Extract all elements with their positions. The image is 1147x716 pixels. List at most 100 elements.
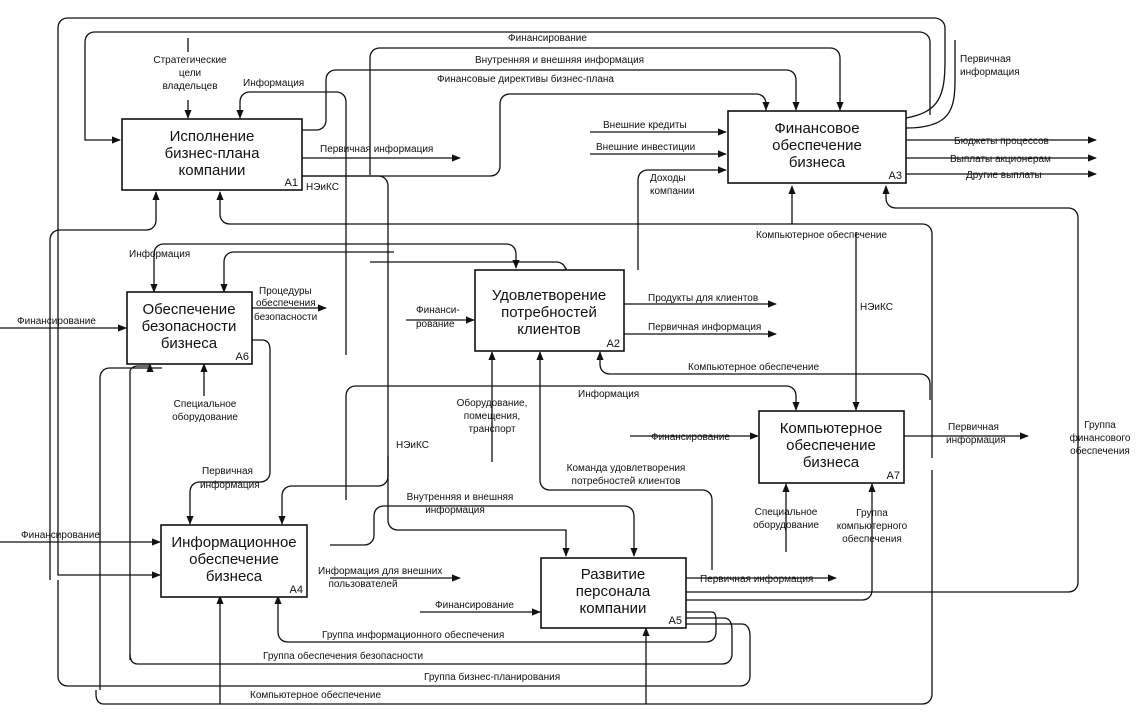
- label-prim-info-a4-2: информация: [200, 479, 260, 491]
- arrow-prim-info-a4: [186, 339, 271, 525]
- label-other-pay: Другие выплаты: [966, 170, 1042, 181]
- arrow-a1-bottom-left: [49, 191, 160, 580]
- box-a1-line1: Исполнение: [170, 128, 255, 145]
- arrow-a6-bottom2: [99, 367, 162, 690]
- box-a4-line1: Информационное: [171, 534, 296, 551]
- arrow-financing-to-a1: [84, 31, 931, 144]
- label-info-group: Группа информационного обеспечения: [322, 629, 504, 641]
- label-fin-group-3: обеспечения: [1070, 445, 1130, 457]
- label-sec-group: Группа обеспечения безопасности: [263, 650, 423, 662]
- box-a2[interactable]: Удовлетворение потребностей клиентов A2: [474, 269, 625, 352]
- label-special-eq-a6-2: оборудование: [172, 411, 238, 423]
- box-a3-id: A3: [889, 170, 902, 182]
- box-a6-line3: бизнеса: [161, 335, 218, 352]
- label-budgets: Бюджеты процессов: [954, 136, 1049, 147]
- box-a5[interactable]: Развитие персонала компании A5: [540, 557, 687, 629]
- label-fin-a2-2: рование: [416, 319, 455, 330]
- label-info-a6: Информация: [129, 248, 190, 260]
- box-a4[interactable]: Информационное обеспечение бизнеса A4: [160, 524, 308, 598]
- label-comp-group-2: компьютерного: [837, 521, 908, 532]
- label-nezks-a1: НЭиКС: [306, 182, 339, 193]
- label-nezks-mid: НЭиКС: [396, 440, 429, 451]
- arrow-a6-bottom: [129, 363, 154, 660]
- arrow-fin-directives: [302, 69, 800, 131]
- label-special-eq-a7-1: Специальное: [755, 507, 818, 518]
- label-info-mid: Информация: [578, 388, 639, 400]
- box-a5-line3: компании: [580, 600, 647, 617]
- label-comp-support-a2: Компьютерное обеспечение: [688, 361, 819, 373]
- label-comp-support-bottom: Компьютерное обеспечение: [250, 689, 381, 701]
- arrow-int-ext-mid: [330, 505, 638, 557]
- box-a3-line2: обеспечение: [772, 137, 862, 154]
- box-a7-line1: Компьютерное: [780, 420, 883, 437]
- arrow-bp-group: [57, 580, 751, 687]
- arrow-sec-group: [129, 617, 733, 665]
- box-a6[interactable]: Обеспечение безопасности бизнеса A6: [126, 291, 253, 365]
- label-procedures-3: безопасности: [254, 311, 317, 323]
- box-a2-line1: Удовлетворение: [492, 287, 606, 304]
- box-a4-line3: бизнеса: [206, 568, 263, 585]
- box-a4-line2: обеспечение: [189, 551, 279, 568]
- label-int-ext-mid-1: Внутренняя и внешняя: [407, 492, 514, 503]
- box-a2-id: A2: [607, 338, 620, 350]
- arrow-nezks-a1: [302, 175, 570, 557]
- box-a1-id: A1: [285, 177, 298, 189]
- label-equipment-1: Оборудование,: [457, 397, 528, 409]
- arrow-info-a1: [236, 91, 347, 355]
- label-fin-group-2: финансового: [1070, 432, 1131, 444]
- arrow-comp-support-a2: [596, 351, 931, 400]
- arrow-client-cmd: [536, 351, 713, 570]
- arrow-info-group: [274, 595, 717, 643]
- arrow-info-a2-top: [388, 243, 520, 269]
- label-int-ext-mid-2: информация: [425, 504, 485, 516]
- label-info-a1: Информация: [243, 77, 304, 89]
- label-strat-goals-2: цели: [179, 68, 201, 79]
- box-a7[interactable]: Компьютерное обеспечение бизнеса A7: [758, 410, 905, 484]
- label-special-eq-a7-2: оборудование: [753, 519, 819, 531]
- box-a7-line2: обеспечение: [786, 437, 876, 454]
- arrow-info-a6: [150, 243, 388, 293]
- label-prim-info-a7-1: Первичная: [948, 422, 999, 433]
- box-a4-id: A4: [290, 584, 303, 596]
- arrow-labels: Финансирование Внутренняя и внешняя инфо…: [17, 33, 1131, 701]
- label-info-ext-users-1: Информация для внешних: [318, 565, 442, 577]
- arrow-info-mid: [345, 385, 800, 500]
- box-a3[interactable]: Финансовое обеспечение бизнеса A3: [727, 110, 907, 184]
- box-a2-line3: клиентов: [517, 321, 581, 338]
- box-a5-id: A5: [669, 615, 682, 627]
- label-client-cmd-2: потребностей клиентов: [572, 475, 681, 487]
- label-prim-info-top-1: Первичная: [960, 54, 1011, 65]
- label-nezks-right: НЭиКС: [860, 302, 893, 313]
- box-a6-id: A6: [236, 351, 249, 363]
- label-prim-info-a7-2: информация: [946, 434, 1006, 446]
- box-a6-line1: Обеспечение: [142, 301, 235, 318]
- box-a3-line1: Финансовое: [774, 120, 859, 137]
- label-prim-info-a2: Первичная информация: [648, 321, 761, 333]
- arrow-comp-support-bottom: [95, 470, 933, 705]
- label-fin-top: Финансирование: [508, 33, 587, 44]
- arrow-info-a6-2: [220, 251, 394, 293]
- label-comp-support-top: Компьютерное обеспечение: [756, 229, 887, 241]
- arrow-fin-group: [686, 185, 1079, 593]
- box-a7-id: A7: [887, 470, 900, 482]
- arrow-prim-info-top: [905, 40, 956, 129]
- box-a1-line3: компании: [179, 162, 246, 179]
- box-a1[interactable]: Исполнение бизнес-плана компании A1: [121, 118, 303, 191]
- box-a2-line2: потребностей: [501, 304, 597, 321]
- label-prim-info-a4-1: Первичная: [202, 466, 253, 477]
- label-equipment-2: помещения,: [464, 411, 520, 422]
- label-prim-info-a1: Первичная информация: [320, 143, 433, 155]
- box-a6-line2: безопасности: [142, 318, 237, 335]
- arrow-int-ext-info-top: [369, 47, 844, 175]
- label-payouts: Выплаты акционерам: [950, 154, 1051, 165]
- label-special-eq-a6-1: Специальное: [174, 399, 237, 410]
- label-client-cmd-1: Команда удовлетворения: [567, 463, 686, 474]
- box-a7-line3: бизнеса: [803, 454, 860, 471]
- label-prim-info-a5: Первичная информация: [700, 573, 813, 585]
- label-bp-group: Группа бизнес-планирования: [424, 671, 560, 683]
- label-strat-goals-3: владельцев: [162, 81, 217, 92]
- label-fin-a6: Финансирование: [17, 316, 96, 327]
- label-fin-a4: Финансирование: [21, 530, 100, 541]
- label-strat-goals-1: Стратегические: [153, 55, 227, 66]
